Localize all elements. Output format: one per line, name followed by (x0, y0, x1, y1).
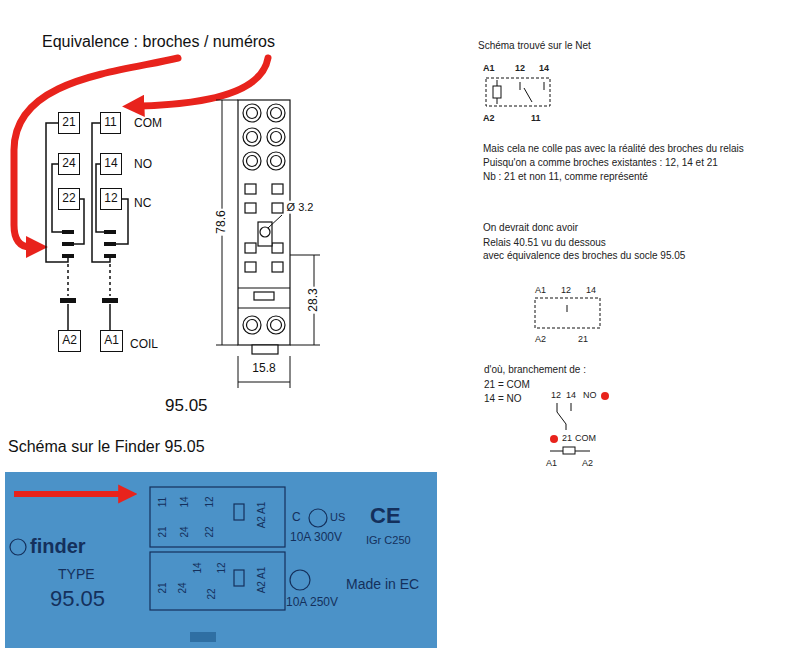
label-text: 21 (578, 334, 588, 344)
label-text: COIL (130, 338, 158, 352)
label-text: 28.3 (307, 286, 321, 313)
label-text: CE (370, 503, 401, 528)
label-text: 12 (515, 63, 525, 73)
label-text: C (292, 511, 301, 525)
title: Equivalence : broches / numéros (42, 33, 275, 51)
red-arrow (14, 58, 178, 247)
pin-box: 24 (58, 153, 80, 175)
label-text: COM (134, 117, 162, 131)
label-text: A1 (535, 285, 546, 295)
label-text: A1 (546, 458, 557, 468)
pin-number: A1 (104, 334, 119, 347)
label-text: On devrait donc avoir (483, 222, 578, 234)
label-text: Mais cela ne colle pas avec la réalité d… (483, 143, 744, 155)
label-text: 14 (566, 390, 576, 400)
photo-ground (5, 472, 437, 648)
pin-number: 12 (104, 192, 117, 205)
label-text: 14 (192, 562, 204, 573)
red-dot (550, 435, 558, 443)
label-text: 14 (586, 285, 596, 295)
label-text: finder (30, 535, 86, 558)
label-text: 12 (551, 390, 561, 400)
caption: Schéma sur le Finder 95.05 (8, 438, 205, 456)
pin-number: 22 (62, 192, 75, 205)
label-text: COM (575, 433, 596, 443)
label-text: 12 (204, 496, 216, 507)
label-text: 22 (206, 588, 218, 599)
label-text: 15.8 (252, 362, 275, 376)
label-text: 12 (561, 285, 571, 295)
label-text: 11 (531, 113, 541, 123)
label-text: 10A 250V (286, 596, 338, 610)
label-text: Nb : 21 et non 11, comme représenté (483, 171, 648, 183)
label-text: 21 (562, 433, 572, 443)
label-text: d'où, branchement de : (484, 364, 586, 376)
pin-number: 11 (104, 116, 116, 129)
label-text: 21 (157, 526, 169, 537)
label-text: 14 = NO (484, 393, 522, 405)
pin-box: 11 (100, 112, 121, 134)
label-text: NO (583, 390, 597, 400)
label-text: A2 A1 (256, 502, 268, 529)
label-text: A2 A1 (256, 567, 268, 594)
pin-box: A1 (100, 330, 123, 352)
contact-wiring (46, 123, 128, 330)
label-text: 78.6 (215, 208, 229, 235)
label-text: US (330, 511, 345, 524)
pin-number: 21 (62, 116, 75, 129)
contact-bars (60, 230, 118, 303)
label-text: Made in EC (346, 576, 419, 592)
label-text: 95.05 (50, 586, 105, 611)
label-text: Puisqu'on a comme broches existantes : 1… (483, 157, 718, 169)
label-text: 14 (179, 496, 191, 507)
label-text: A2 (535, 334, 546, 344)
label-text: 22 (204, 526, 216, 537)
label-text: NC (134, 197, 151, 211)
label-text: 24 (179, 526, 191, 537)
label-text: Schéma trouvé sur le Net (478, 40, 591, 52)
red-arrow (14, 491, 122, 497)
pin-number: 24 (62, 157, 75, 170)
label-text: TYPE (58, 566, 95, 582)
label-text: 21 = COM (484, 379, 530, 391)
label-text: A2 (483, 113, 495, 123)
pin-box: 12 (100, 188, 122, 210)
label-text: A2 (582, 458, 593, 468)
label-text: 12 (216, 562, 228, 573)
pin-box: 21 (58, 112, 80, 134)
label-text: IGr C250 (366, 534, 411, 547)
pin-box: 22 (58, 188, 80, 210)
label-text: 95.05 (165, 396, 208, 416)
label-text: Ø 3.2 (285, 201, 316, 214)
label-text: 14 (539, 63, 549, 73)
red-dot (601, 392, 609, 400)
pin-number: 14 (104, 157, 117, 170)
label-text: NO (134, 158, 152, 172)
label-text: avec équivalence des broches du socle 95… (483, 250, 685, 262)
label-text: 10A 300V (290, 531, 342, 545)
label-text: 11 (157, 497, 169, 507)
pin-box: A2 (58, 330, 81, 352)
socket-drawing (238, 100, 290, 354)
dimension-lines (216, 100, 320, 388)
red-arrow (140, 58, 268, 106)
notch (190, 632, 216, 642)
pin-number: A2 (62, 334, 77, 347)
label-text: 21 (157, 582, 169, 593)
pin-box: 14 (100, 153, 122, 175)
label-text: Relais 40.51 vu du dessous (483, 237, 606, 249)
label-text: 24 (177, 582, 189, 593)
label-text: A1 (483, 63, 495, 73)
